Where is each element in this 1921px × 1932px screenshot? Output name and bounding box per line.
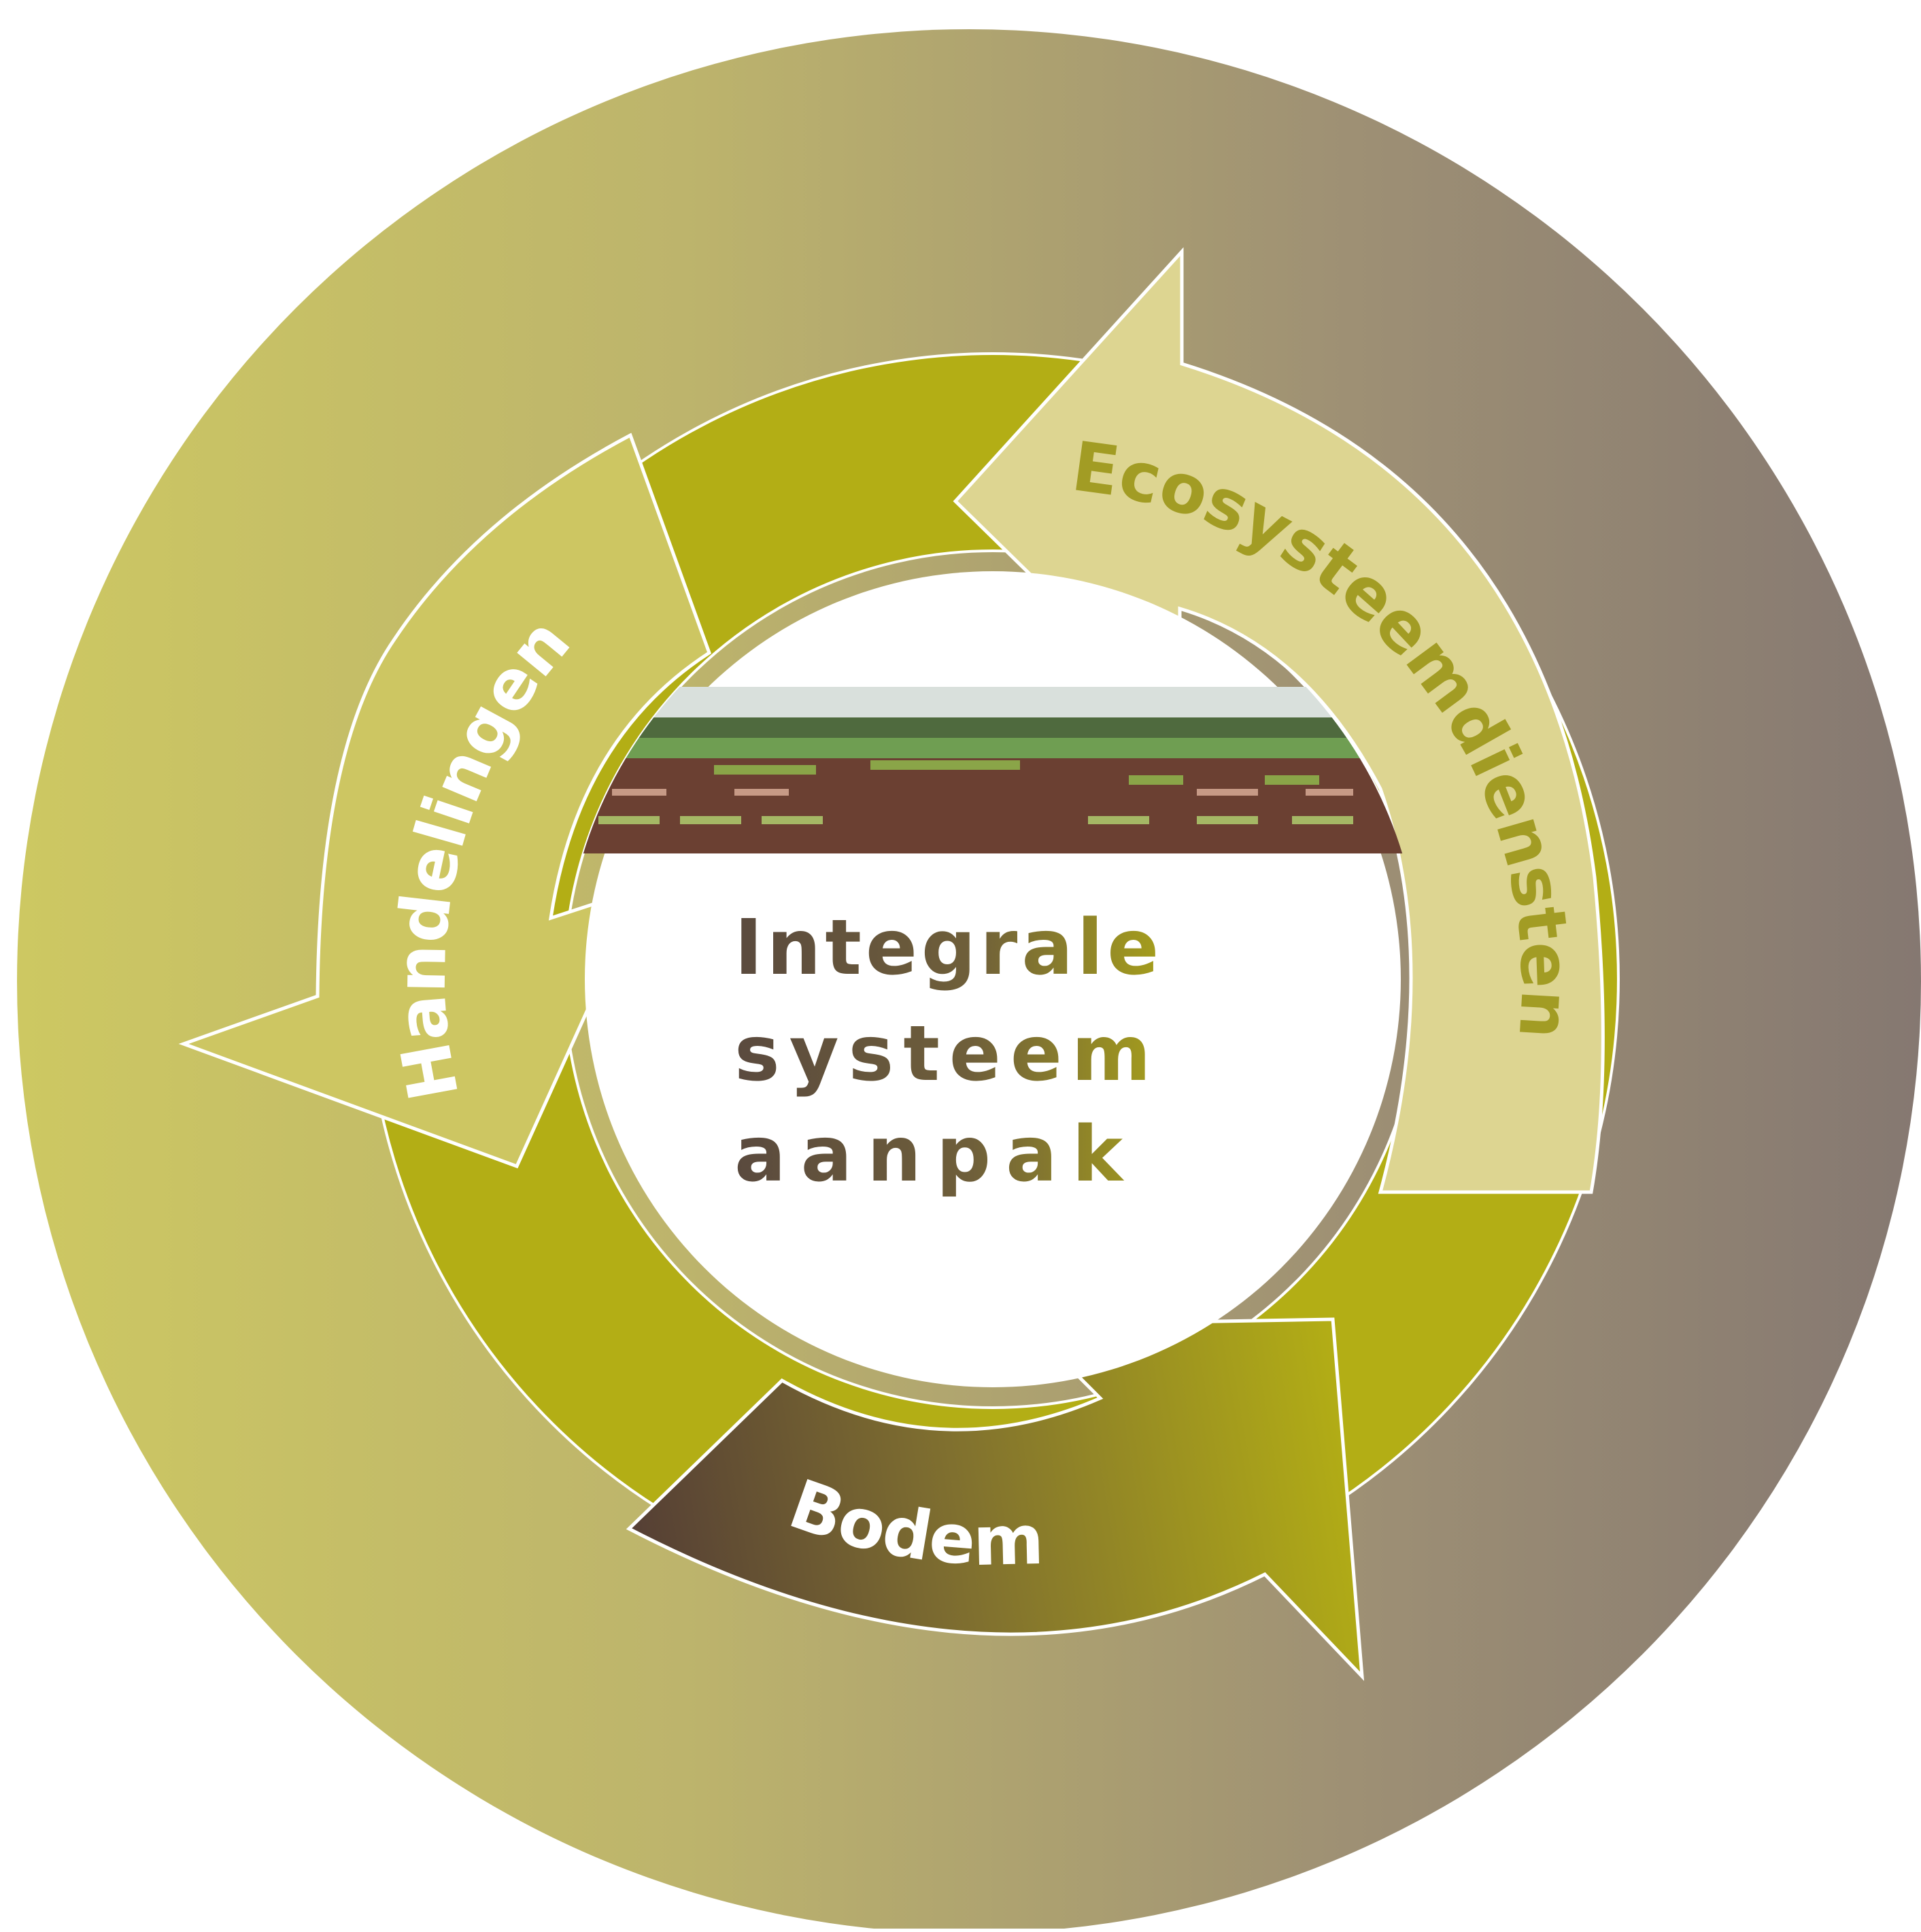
center-title-line1: Integrale — [734, 904, 1163, 992]
bodem-arrow — [626, 1317, 1365, 1681]
center-title-line3: aanpak — [734, 1111, 1138, 1199]
handelingen-arrow — [178, 433, 712, 1169]
field-trial-photo — [571, 687, 1414, 853]
center-title-line2: systeem — [734, 1010, 1161, 1098]
ecosysteemdiensten-arrow — [953, 247, 1605, 1194]
